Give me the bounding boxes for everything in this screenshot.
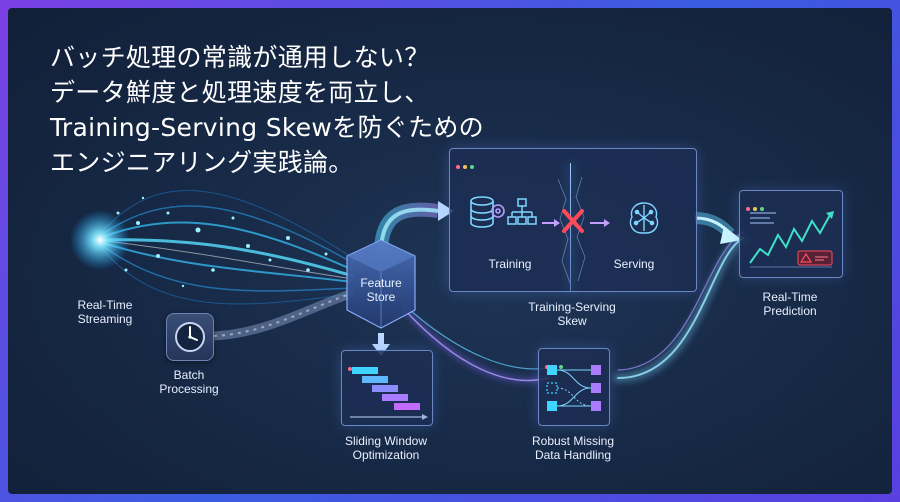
arrow-to-training xyxy=(438,201,454,221)
streaming-rays xyxy=(97,190,355,305)
database-icon xyxy=(470,196,505,228)
sliding-window-chart-icon xyxy=(350,367,428,420)
real-time-streaming-label: Real-Time Streaming xyxy=(77,298,133,326)
skew-label: Training-Serving Skew xyxy=(528,300,616,328)
training-serving-graphics xyxy=(470,176,659,284)
panel-divider xyxy=(570,163,571,291)
feature-store-label: Feature Store xyxy=(360,276,402,304)
data-routing-icon xyxy=(546,365,601,411)
stream-source-glow xyxy=(70,210,130,270)
stream-particles xyxy=(116,196,328,288)
real-time-prediction-label: Real-Time Prediction xyxy=(762,290,818,318)
headline-line-1: バッチ処理の常識が通用しない？ xyxy=(50,43,430,72)
headline-line-2: データ鮮度と処理速度を両立し、 xyxy=(50,78,430,107)
neural-brain-icon xyxy=(629,202,659,234)
lower-stream xyxy=(400,231,748,384)
missing-data-label: Robust Missing Data Handling xyxy=(531,434,615,462)
batch-clock-tile xyxy=(166,313,214,361)
prediction-panel xyxy=(739,190,843,278)
missing-data-panel xyxy=(538,348,610,426)
training-label: Training xyxy=(488,257,532,271)
training-serving-panel: Training Serving xyxy=(449,148,697,292)
batch-processing-label: Batch Processing xyxy=(159,368,219,396)
hierarchy-icon xyxy=(507,198,537,225)
clock-icon xyxy=(175,322,205,352)
batch-pipe xyxy=(213,288,355,341)
sliding-window-panel xyxy=(341,350,433,426)
diagram-canvas: バッチ処理の常識が通用しない？ データ鮮度と処理速度を両立し、 Training… xyxy=(8,8,892,494)
flow-graphics xyxy=(70,190,748,384)
headline-line-4: エンジニアリング実践論。 xyxy=(50,148,354,177)
sliding-window-label: Sliding Window Optimization xyxy=(344,434,428,462)
feature-store-cube xyxy=(346,239,416,329)
warning-icon xyxy=(797,250,833,266)
headline-line-3: Training-Serving Skewを防ぐための xyxy=(50,113,484,142)
window-dots xyxy=(456,154,477,173)
line-chart-icon xyxy=(749,211,834,268)
x-mark-icon xyxy=(562,209,584,233)
serving-label: Serving xyxy=(613,257,655,271)
headline: バッチ処理の常識が通用しない？ データ鮮度と処理速度を両立し、 Training… xyxy=(50,40,484,180)
